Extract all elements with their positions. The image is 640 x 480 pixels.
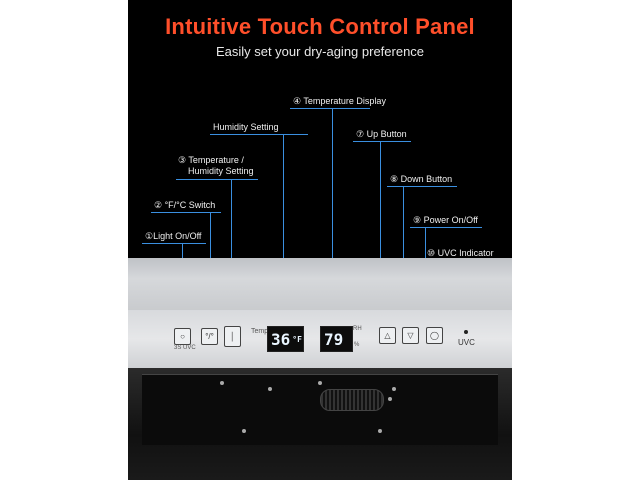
temperature-display: 36 °F xyxy=(267,326,304,352)
steel-top-panel xyxy=(128,258,512,310)
unit-switch-button[interactable]: °/° xyxy=(201,328,218,345)
fridge-front: ○ 3S UVC °/° │ Temp. 36 °F 79 RH % △ xyxy=(128,258,512,480)
light-sublabel: 3S UVC xyxy=(174,345,196,351)
vent-dot xyxy=(318,381,322,385)
callout-underline xyxy=(410,227,482,228)
uvc-label: UVC xyxy=(458,338,475,347)
temp-label: Temp. xyxy=(251,328,271,335)
power-icon: ◯ xyxy=(430,331,439,340)
up-button[interactable]: △ xyxy=(379,327,396,344)
vent-dot xyxy=(220,381,224,385)
callout-power: ⑨ Power On/Off xyxy=(413,215,478,225)
callout-leader-up xyxy=(380,141,381,326)
callout-underline xyxy=(353,141,411,142)
callout-setting-line2: Humidity Setting xyxy=(188,166,254,176)
temp-switch-icon: °/° xyxy=(205,332,214,341)
callout-leader-down xyxy=(403,186,404,326)
callout-temperature-display: Humidity Setting xyxy=(213,122,279,132)
page-title: Intuitive Touch Control Panel xyxy=(165,14,475,39)
callout-leader-humidity xyxy=(332,108,333,326)
callout-leader-setting xyxy=(231,179,232,326)
callout-humidity-display: ④ Temperature Display xyxy=(293,96,386,106)
humidity-display: 79 xyxy=(320,326,353,352)
vent-dot xyxy=(268,387,272,391)
power-button[interactable]: ◯ xyxy=(426,327,443,344)
callout-underline xyxy=(387,186,457,187)
vent-dot xyxy=(378,429,382,433)
callout-underline xyxy=(210,134,308,135)
callout-setting-line1: ③ Temperature / xyxy=(178,155,244,165)
callout-up-button: ⑦ Up Button xyxy=(356,129,407,139)
setting-button[interactable]: │ xyxy=(224,326,241,347)
light-button[interactable]: ○ xyxy=(174,328,191,345)
humidity-unit: RH xyxy=(353,326,362,332)
callout-switch: ② °F/°C Switch xyxy=(154,200,216,210)
callout-underline xyxy=(290,108,370,109)
down-button[interactable]: ▽ xyxy=(402,327,419,344)
up-triangle-icon: △ xyxy=(384,331,391,340)
glass-door xyxy=(128,368,512,480)
callout-down-button: ⑧ Down Button xyxy=(390,174,453,184)
thermometer-icon: │ xyxy=(230,332,235,341)
temperature-unit: °F xyxy=(292,334,302,344)
humidity-value: 79 xyxy=(324,329,344,349)
bulb-icon: ○ xyxy=(180,332,185,341)
callout-underline xyxy=(151,212,221,213)
callout-leader-temperature xyxy=(283,134,284,326)
vent-dot xyxy=(388,397,392,401)
callout-light: ①Light On/Off xyxy=(145,231,202,241)
callout-underline xyxy=(142,243,206,244)
vent-dot xyxy=(242,429,246,433)
dark-background xyxy=(128,0,512,258)
callout-uvc: ⑩ UVC Indicator xyxy=(427,248,494,258)
page-subtitle: Easily set your dry-aging preference xyxy=(215,44,425,59)
vent-dot xyxy=(392,387,396,391)
humidity-symbol: % xyxy=(354,342,360,348)
interior-view xyxy=(142,374,498,445)
fan-grille xyxy=(320,389,384,411)
control-panel: ○ 3S UVC °/° │ Temp. 36 °F 79 RH % △ xyxy=(128,310,512,370)
callout-underline xyxy=(176,179,258,180)
down-triangle-icon: ▽ xyxy=(407,331,414,340)
uvc-dot-icon xyxy=(464,330,468,334)
temperature-value: 36 xyxy=(271,329,291,349)
